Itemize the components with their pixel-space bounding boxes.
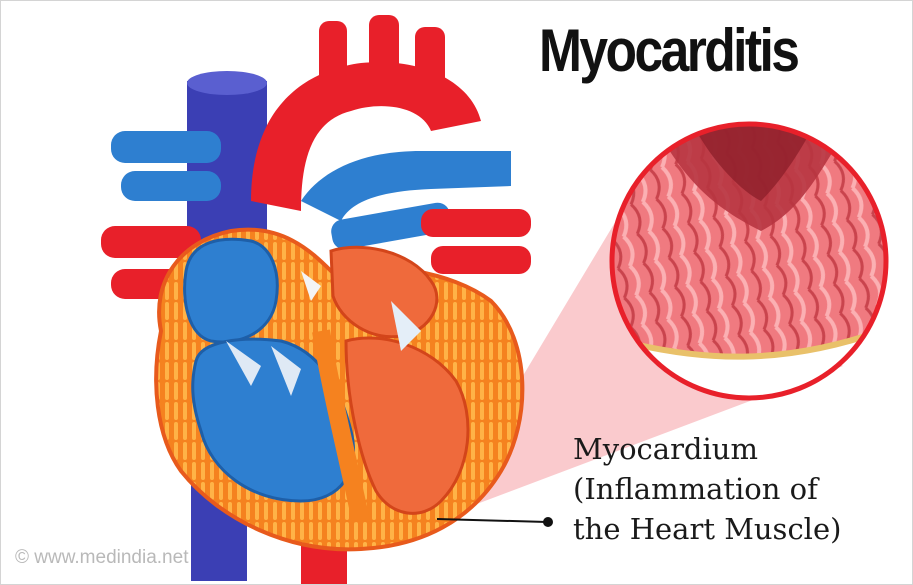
callout-line-2: (Inflammation of [573,469,841,509]
callout-line-1: Myocardium [573,429,841,469]
callout-line-3: the Heart Muscle) [573,509,841,549]
watermark: © www.medindia.net [15,547,188,569]
myocardium-callout: Myocardium (Inflammation of the Heart Mu… [573,429,841,549]
page-title: Myocarditis [539,21,797,81]
